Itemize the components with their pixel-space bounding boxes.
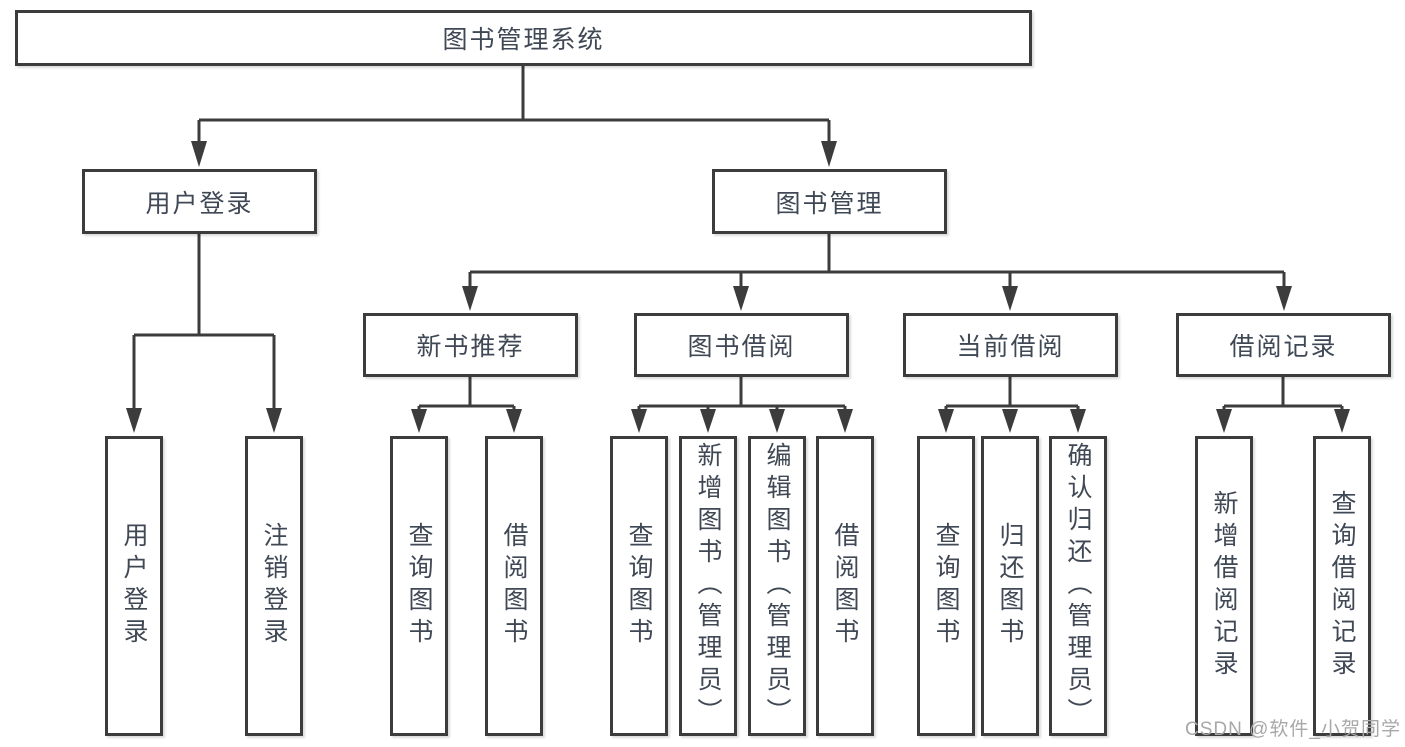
leaf-confirm-return-admin-label: 确认归还（管理员）: [1064, 442, 1092, 730]
node-current-borrow-label: 当前借阅: [956, 333, 1065, 361]
leaf-edit-books-admin-label: 编辑图书（管理员）: [763, 442, 791, 730]
leaf-add-books-admin: 新增图书（管理员）: [679, 436, 737, 736]
node-borrow-records-label: 借阅记录: [1229, 333, 1338, 361]
leaf-query-borrow-record-label: 查询借阅记录: [1328, 490, 1356, 682]
leaf-borrow-books-label: 借阅图书: [831, 522, 859, 650]
connector-new-book-recommend-to-leaves: [411, 377, 522, 433]
leaf-logout: 注销登录: [245, 436, 303, 736]
leaf-logout-label: 注销登录: [260, 522, 288, 650]
leaf-return-books-label: 归还图书: [996, 522, 1024, 650]
leaf-borrow-books: 借阅图书: [816, 436, 874, 736]
leaf-query-books-recommend: 查询图书: [390, 436, 448, 736]
node-new-book-recommend-label: 新书推荐: [416, 333, 525, 361]
leaf-edit-books-admin: 编辑图书（管理员）: [748, 436, 806, 736]
node-current-borrow: 当前借阅: [903, 313, 1118, 377]
node-book-management: 图书管理: [712, 169, 947, 234]
csdn-watermark: CSDN @软件_小贺同学: [1185, 719, 1401, 740]
connector-book-borrow-to-leaves: [631, 377, 853, 433]
leaf-borrow-books-recommend-label: 借阅图书: [500, 522, 528, 650]
node-new-book-recommend: 新书推荐: [363, 313, 578, 377]
leaf-query-borrow-record: 查询借阅记录: [1313, 436, 1371, 736]
leaf-add-borrow-record: 新增借阅记录: [1195, 436, 1253, 736]
connector-current-borrow-to-leaves: [938, 377, 1086, 433]
node-book-management-label: 图书管理: [775, 189, 884, 218]
node-root: 图书管理系统: [15, 10, 1032, 66]
node-book-borrow: 图书借阅: [634, 313, 849, 377]
leaf-confirm-return-admin: 确认归还（管理员）: [1049, 436, 1107, 736]
connector-borrow-records-to-leaves: [1216, 377, 1350, 433]
node-root-label: 图书管理系统: [442, 26, 605, 54]
leaf-user-login: 用户登录: [105, 436, 163, 736]
connector-user-login-to-leaves: [126, 234, 282, 433]
leaf-borrow-books-recommend: 借阅图书: [485, 436, 543, 736]
leaf-query-books-borrow: 查询图书: [610, 436, 668, 736]
leaf-return-books: 归还图书: [981, 436, 1039, 736]
node-book-borrow-label: 图书借阅: [687, 333, 796, 361]
leaf-query-books-recommend-label: 查询图书: [405, 522, 433, 650]
leaf-query-books-current-label: 查询图书: [932, 522, 960, 650]
node-user-login-label: 用户登录: [145, 189, 254, 218]
connector-root-to-level2: [191, 66, 837, 167]
node-user-login: 用户登录: [82, 169, 317, 234]
leaf-query-books-current: 查询图书: [917, 436, 975, 736]
leaf-add-borrow-record-label: 新增借阅记录: [1210, 490, 1238, 682]
connector-book-management-to-level3: [462, 234, 1292, 311]
leaf-query-books-borrow-label: 查询图书: [625, 522, 653, 650]
leaf-user-login-label: 用户登录: [120, 522, 148, 650]
node-borrow-records: 借阅记录: [1176, 313, 1391, 377]
leaf-add-books-admin-label: 新增图书（管理员）: [694, 442, 722, 730]
